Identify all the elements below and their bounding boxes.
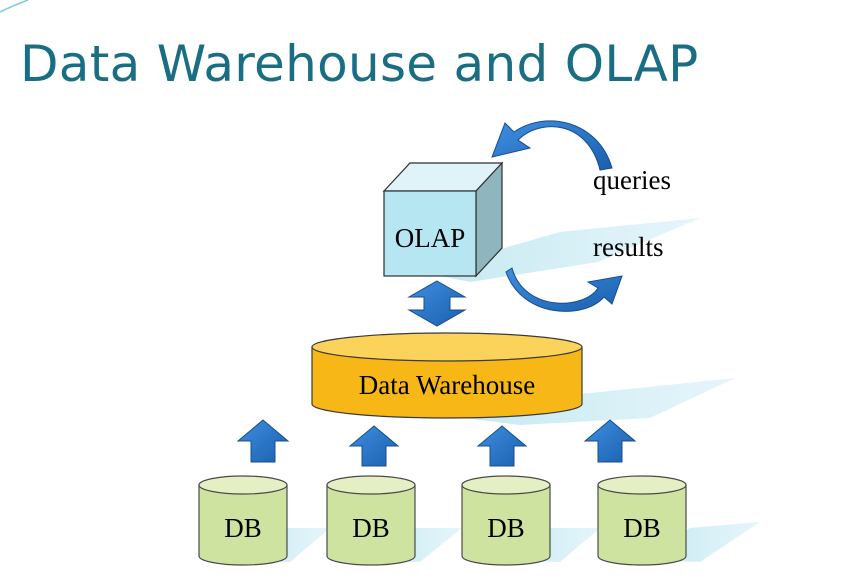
corner-decoration <box>0 0 29 13</box>
cube-front <box>383 190 477 277</box>
up-arrow-icon <box>236 419 290 463</box>
db-label: DB <box>487 513 525 543</box>
db-cylinder-2: DB <box>326 475 416 566</box>
db-cylinder-3: DB <box>461 475 551 566</box>
db-label: DB <box>352 513 390 543</box>
up-arrow-icon <box>476 425 528 467</box>
up-arrow-icon <box>348 425 400 467</box>
results-label: results <box>593 232 664 262</box>
warehouse-body <box>311 346 583 419</box>
db-label: DB <box>224 513 262 543</box>
db-cylinder-1: DB <box>198 475 288 566</box>
cube-shadow <box>420 218 700 282</box>
swoosh-arrow-icon <box>505 267 623 312</box>
db-cylinder-4: DB <box>597 475 687 566</box>
warehouse-label: Data Warehouse <box>359 370 536 400</box>
db-label: DB <box>623 513 661 543</box>
data-warehouse-cylinder: Data Warehouse <box>311 332 583 419</box>
up-arrow-icon <box>583 419 637 463</box>
swoosh-arrow-icon <box>491 120 613 171</box>
results-arrow <box>505 267 623 312</box>
warehouse-top <box>311 332 583 362</box>
double-vertical-arrow-icon <box>407 280 467 327</box>
page-title: Data Warehouse and OLAP <box>20 35 699 93</box>
queries-label: queries <box>593 165 671 195</box>
olap-cube: OLAP <box>382 161 504 278</box>
queries-arrow <box>491 120 613 171</box>
olap-label: OLAP <box>395 223 466 253</box>
